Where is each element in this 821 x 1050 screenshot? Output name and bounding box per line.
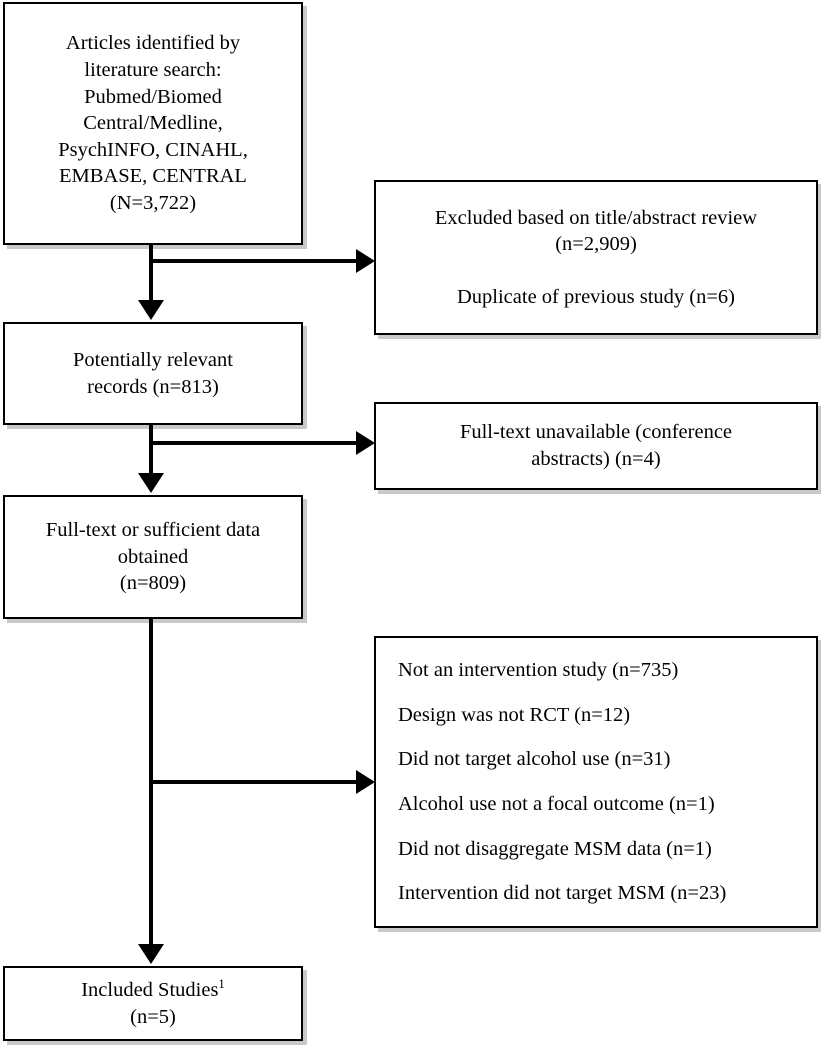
node-exclusion-reasons: Not an intervention study (n=735) Design…	[374, 636, 818, 928]
node-line: Not an intervention study (n=735)	[398, 659, 679, 682]
node-line: literature search:	[84, 58, 222, 81]
node-line: Central/Medline,	[83, 112, 223, 135]
node-line: (n=5)	[130, 1005, 176, 1028]
node-articles-identified: Articles identified by literature search…	[3, 2, 303, 245]
node-line: (N=3,722)	[109, 192, 197, 215]
arrowhead-to-fulltext-unavailable	[356, 431, 375, 455]
included-studies-footnote-marker: 1	[218, 977, 225, 992]
node-line: Did not disaggregate MSM data (n=1)	[398, 837, 712, 860]
connector-fulltext-to-included	[149, 619, 153, 949]
node-line-included-title: Included Studies1	[5, 977, 301, 1004]
connector-branch-to-excluded-title-abstract	[149, 259, 361, 263]
connector-identified-to-relevant	[149, 245, 153, 305]
connector-relevant-to-fulltext	[149, 425, 153, 481]
arrowhead-to-included-studies	[138, 944, 164, 964]
node-line: Intervention did not target MSM (n=23)	[398, 882, 727, 905]
node-line: Full-text or sufficient data	[45, 519, 261, 542]
included-studies-label: Included Studies	[81, 978, 219, 1001]
node-line: Excluded based on title/abstract review	[434, 206, 758, 229]
node-line: (n=2,909)	[555, 233, 637, 256]
connector-branch-to-fulltext-unavailable	[149, 441, 361, 445]
node-line: (n=809)	[119, 572, 187, 595]
arrowhead-to-fulltext-obtained	[138, 473, 164, 493]
node-fulltext-unavailable: Full-text unavailable (conference abstra…	[374, 402, 818, 490]
node-line: obtained	[117, 545, 189, 568]
node-line: abstracts) (n=4)	[531, 448, 661, 470]
node-line: records (n=813)	[87, 375, 219, 398]
arrowhead-to-excluded-title-abstract	[356, 249, 375, 273]
connector-branch-to-exclusion-reasons	[149, 780, 361, 784]
node-fulltext-obtained: Full-text or sufficient data obtained (n…	[3, 495, 303, 619]
node-potentially-relevant-records: Potentially relevant records (n=813)	[3, 322, 303, 425]
node-line: PsychINFO, CINAHL,	[58, 138, 248, 161]
node-line: Full-text unavailable (conference	[459, 421, 733, 444]
node-line: Alcohol use not a focal outcome (n=1)	[398, 793, 715, 816]
node-excluded-title-abstract: Excluded based on title/abstract review …	[374, 180, 818, 335]
node-line: Potentially relevant	[73, 348, 233, 371]
node-line: Design was not RCT (n=12)	[398, 703, 631, 726]
node-line: Articles identified by	[65, 32, 241, 55]
node-line: Did not target alcohol use (n=31)	[398, 748, 671, 771]
arrowhead-to-relevant	[138, 300, 164, 320]
arrowhead-to-exclusion-reasons	[356, 770, 375, 794]
node-line: Pubmed/Biomed	[84, 85, 222, 108]
node-included-studies: Included Studies1 (n=5)	[3, 966, 303, 1041]
node-line: Duplicate of previous study (n=6)	[456, 285, 735, 308]
node-line: EMBASE, CENTRAL	[59, 165, 247, 188]
